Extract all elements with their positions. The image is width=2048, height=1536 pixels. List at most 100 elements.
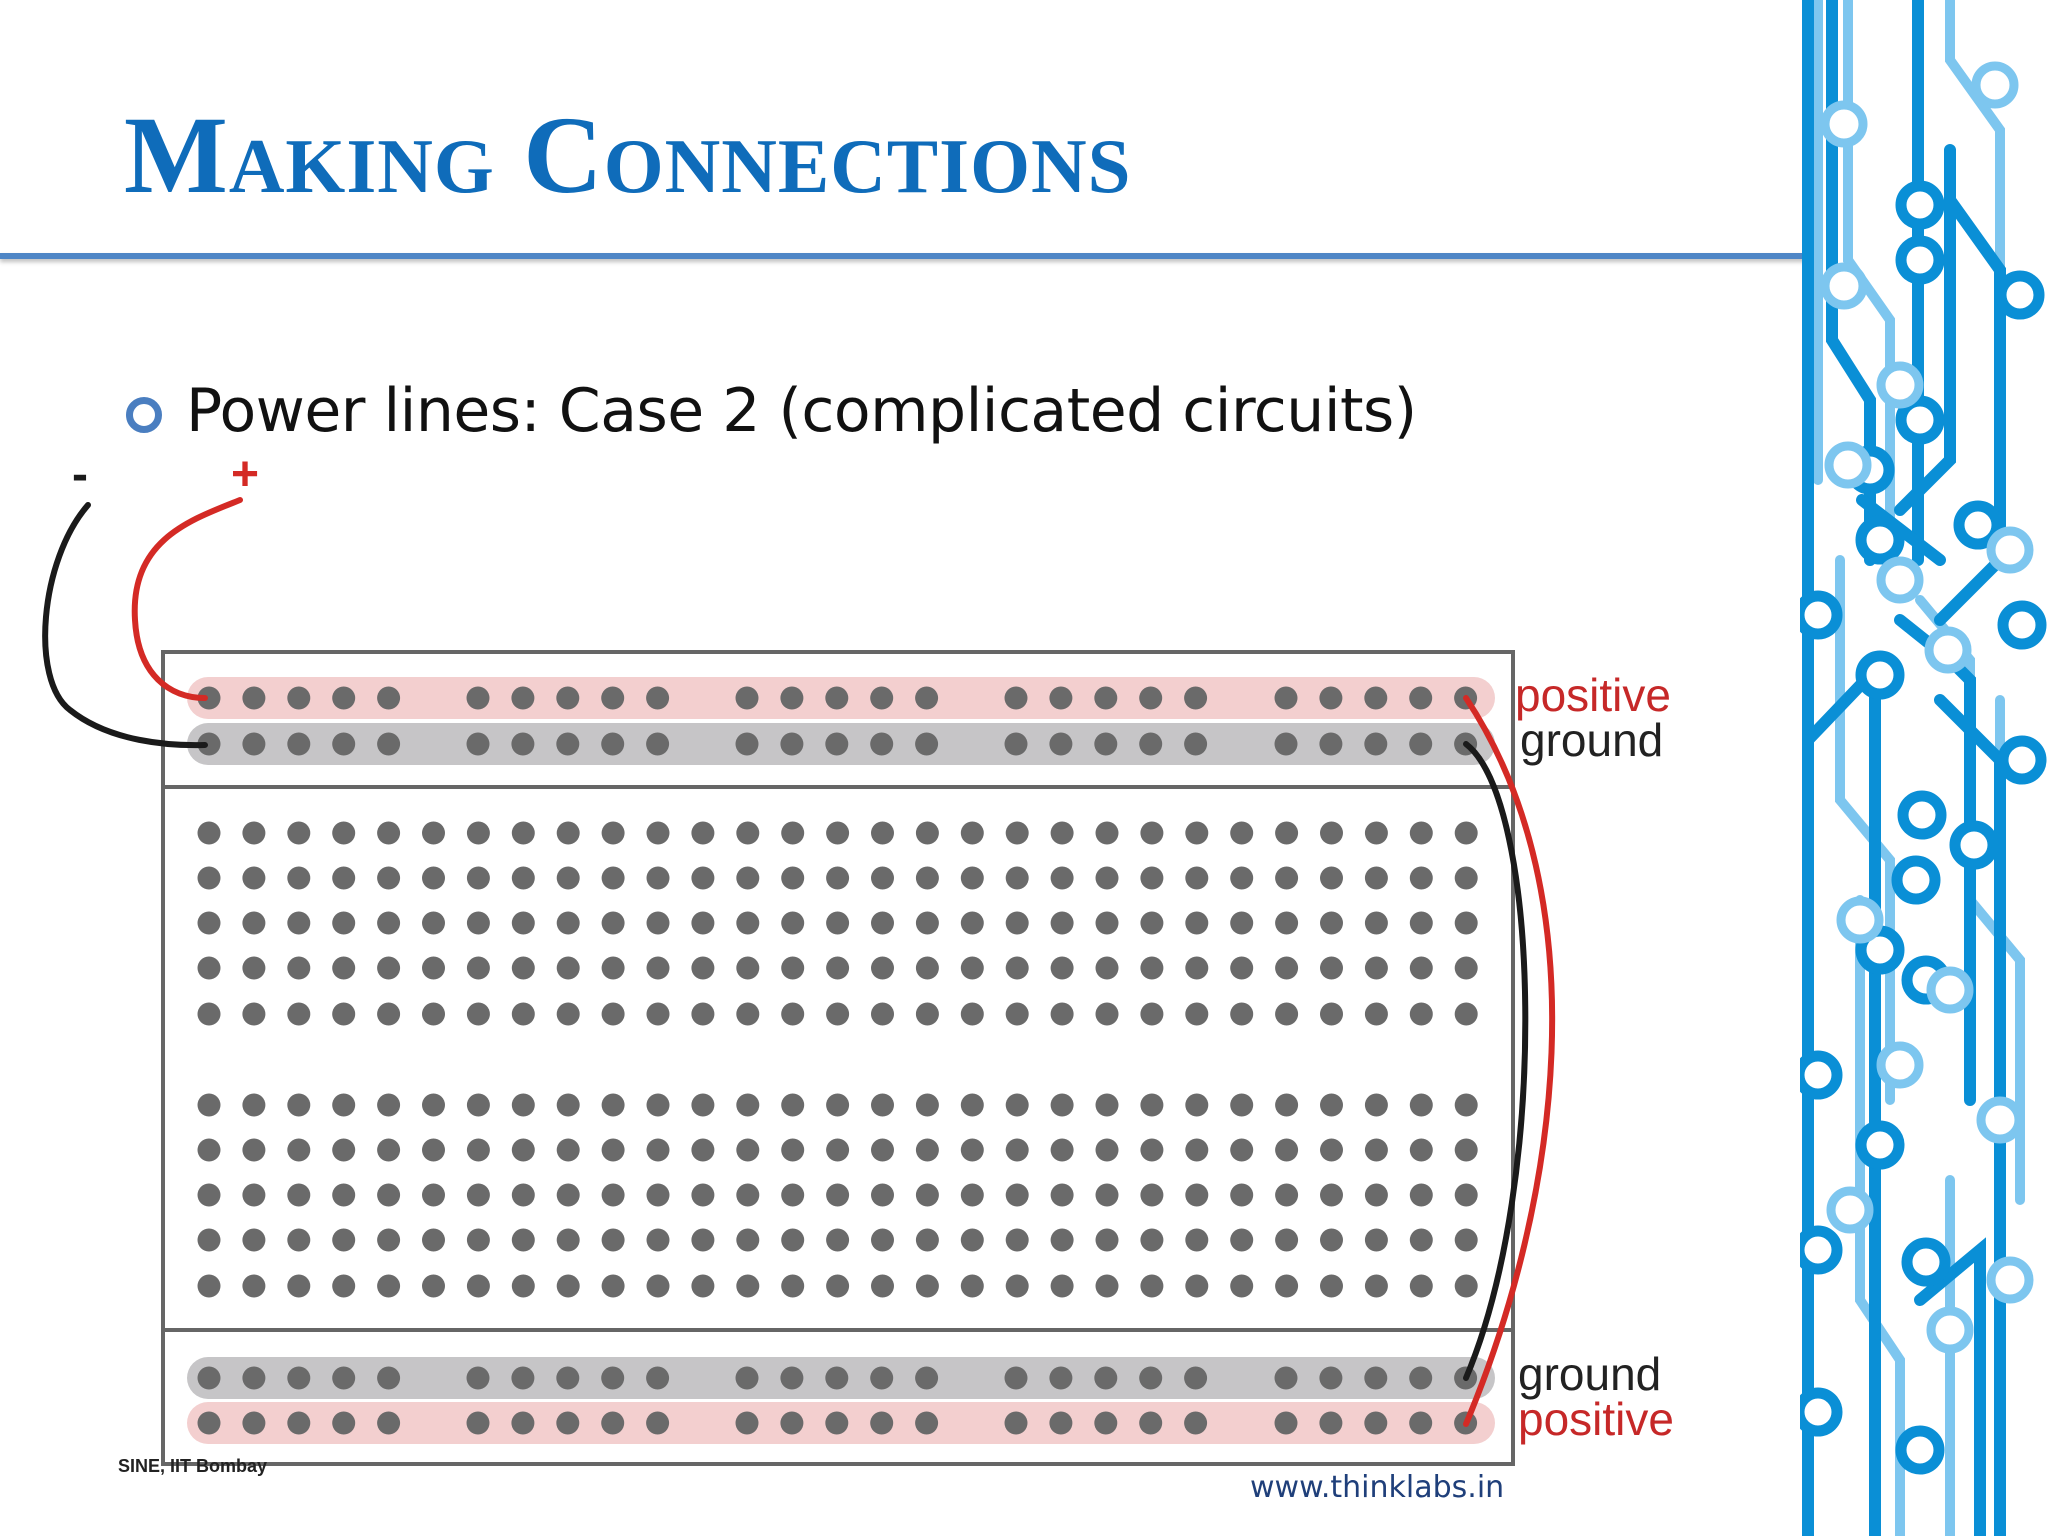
breadboard-holes xyxy=(197,686,1478,1435)
terminal-hole-lower xyxy=(826,1138,850,1162)
terminal-hole-lower xyxy=(1005,1093,1029,1117)
terminal-hole-upper xyxy=(1409,821,1433,845)
terminal-hole-upper xyxy=(1409,956,1433,980)
terminal-hole-lower xyxy=(422,1138,445,1162)
terminal-hole-lower xyxy=(960,1183,984,1207)
terminal-hole-upper xyxy=(871,1002,894,1026)
bottom-ground-rail-hole xyxy=(1184,1366,1208,1390)
terminal-hole-upper xyxy=(1140,866,1164,890)
terminal-hole-upper xyxy=(287,911,311,935)
top-positive-rail-hole xyxy=(915,686,939,710)
positive-lead-wire xyxy=(131,497,243,701)
trace-node xyxy=(1949,820,1999,870)
top-positive-rail-hole xyxy=(1139,686,1163,710)
terminal-hole-lower xyxy=(511,1274,535,1298)
top-ground-rail-hole xyxy=(511,732,535,756)
bottom-positive-rail-hole xyxy=(332,1411,356,1435)
bottom-ground-rail-hole xyxy=(915,1366,939,1390)
terminal-hole-lower xyxy=(601,1138,625,1162)
terminal-hole-lower xyxy=(1185,1138,1209,1162)
top-ground-rail-hole xyxy=(915,732,939,756)
terminal-hole-lower xyxy=(332,1093,356,1117)
bottom-ground-rail-hole xyxy=(556,1366,580,1390)
bottom-positive-rail-hole xyxy=(197,1411,221,1435)
trace-node xyxy=(1995,270,2045,320)
terminal-hole-upper xyxy=(601,821,625,845)
terminal-hole-lower xyxy=(691,1274,715,1298)
bottom-ground-rail-hole xyxy=(511,1366,535,1390)
terminal-hole-upper xyxy=(781,956,805,980)
terminal-hole-lower xyxy=(466,1228,490,1252)
trace-node xyxy=(1895,395,1945,445)
terminal-hole-lower xyxy=(377,1138,401,1162)
bottom-positive-rail-hole xyxy=(735,1411,759,1435)
bottom-ground-rail-hole xyxy=(242,1366,266,1390)
terminal-hole-lower xyxy=(287,1138,311,1162)
bottom-ground-rail-hole xyxy=(377,1366,401,1390)
terminal-hole-upper xyxy=(826,956,850,980)
terminal-hole-lower xyxy=(915,1274,939,1298)
breadboard-frame xyxy=(161,650,1515,1466)
terminal-hole-lower xyxy=(915,1228,939,1252)
terminal-hole-lower xyxy=(197,1274,221,1298)
bottom-positive-rail-hole xyxy=(915,1411,939,1435)
bottom-ground-rail-hole xyxy=(1364,1366,1388,1390)
terminal-hole-upper xyxy=(1409,911,1433,935)
terminal-hole-lower xyxy=(511,1093,535,1117)
bottom-positive-rail-hole xyxy=(1094,1411,1118,1435)
terminal-hole-upper xyxy=(197,911,221,935)
terminal-hole-lower xyxy=(1050,1093,1074,1117)
top-ground-rail-hole xyxy=(332,732,356,756)
terminal-hole-upper xyxy=(1454,911,1478,935)
terminal-hole-lower xyxy=(1320,1093,1343,1117)
bottom-ground-rail-hole xyxy=(601,1366,625,1390)
terminal-hole-lower xyxy=(646,1138,670,1162)
top-ground-rail-hole xyxy=(377,732,401,756)
terminal-hole-lower xyxy=(466,1183,490,1207)
bottom-positive-label: positive xyxy=(1518,1393,1674,1445)
terminal-hole-upper xyxy=(1095,1002,1119,1026)
terminal-hole-lower xyxy=(736,1093,760,1117)
positive-jumper-wire xyxy=(1463,695,1556,1427)
top-ground-rail-hole xyxy=(646,732,670,756)
terminal-hole-lower xyxy=(1275,1093,1299,1117)
top-positive-rail-hole xyxy=(1049,686,1073,710)
terminal-hole-lower xyxy=(826,1183,850,1207)
terminal-hole-lower xyxy=(736,1274,760,1298)
terminal-hole-lower xyxy=(1409,1183,1433,1207)
trace-node xyxy=(1820,262,1868,310)
terminal-hole-lower xyxy=(197,1138,221,1162)
terminal-hole-lower xyxy=(781,1228,805,1252)
trace-node xyxy=(1800,1225,1843,1275)
terminal-hole-upper xyxy=(781,1002,805,1026)
terminal-hole-lower xyxy=(332,1274,356,1298)
terminal-hole-lower xyxy=(1005,1138,1029,1162)
terminal-hole-upper xyxy=(826,911,850,935)
terminal-hole-upper xyxy=(960,1002,984,1026)
bottom-positive-rail-hole xyxy=(511,1411,535,1435)
terminal-hole-lower xyxy=(871,1093,894,1117)
top-ground-rail-hole xyxy=(1409,732,1433,756)
terminal-hole-upper xyxy=(1005,911,1029,935)
terminal-hole-upper xyxy=(332,866,356,890)
terminal-hole-upper xyxy=(1230,911,1254,935)
bottom-ground-rail-hole xyxy=(780,1366,804,1390)
bottom-positive-rail-hole xyxy=(870,1411,894,1435)
terminal-hole-upper xyxy=(1185,866,1209,890)
terminal-hole-lower xyxy=(1275,1138,1299,1162)
bullet-text: Power lines: Case 2 (complicated circuit… xyxy=(186,376,1417,446)
bottom-ground-rail-hole xyxy=(287,1366,311,1390)
terminal-hole-upper xyxy=(377,821,401,845)
terminal-hole-lower xyxy=(1320,1228,1343,1252)
terminal-hole-lower xyxy=(422,1183,445,1207)
terminal-hole-lower xyxy=(1230,1183,1254,1207)
top-ground-rail-hole xyxy=(1274,732,1298,756)
top-ground-rail-hole xyxy=(1184,732,1208,756)
terminal-hole-upper xyxy=(1275,821,1299,845)
trace-node xyxy=(1901,1237,1951,1287)
terminal-hole-lower xyxy=(781,1183,805,1207)
terminal-hole-upper xyxy=(511,956,535,980)
terminal-hole-upper xyxy=(377,1002,401,1026)
terminal-hole-upper xyxy=(1275,956,1299,980)
bottom-ground-rail-hole xyxy=(1139,1366,1163,1390)
